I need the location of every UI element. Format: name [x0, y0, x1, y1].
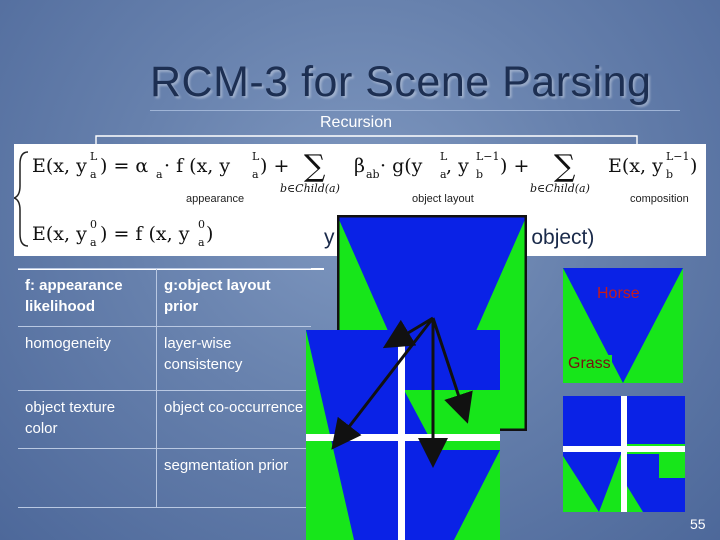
table-row: object texture color object co-occurrenc…	[18, 390, 311, 449]
horse-tile	[563, 268, 683, 383]
occluded-caption-right: n, object)	[508, 226, 595, 249]
eq1-lhs: E(x, y	[32, 155, 87, 177]
eq1-g-sup1: L	[440, 150, 448, 163]
eq1-beta-sub: ab	[366, 168, 380, 181]
eq1-term1b: · f (x, y	[164, 155, 230, 177]
occluded-caption: y n, object)	[324, 226, 594, 250]
eq1-lhs-sup: L	[90, 150, 98, 163]
table-cell: object texture color	[18, 390, 157, 449]
table-cell: g:object layout prior	[156, 268, 311, 327]
eq1-sum1: ∑	[304, 149, 326, 184]
eq1-sum2-index: b∈Child(a)	[530, 182, 590, 195]
eq1-g: · g(y	[380, 155, 423, 177]
eq1-plus1: ) +	[260, 155, 289, 177]
eq2-close: )	[206, 223, 213, 245]
recursion-label: Recursion	[320, 114, 393, 131]
eq1-erec-sup: L−1	[666, 150, 690, 163]
page-title: RCM-3 for Scene Parsing	[150, 58, 652, 106]
page-number: 55	[690, 516, 706, 532]
eq2-lhs: E(x, y	[32, 223, 87, 245]
eq2-rhs: ) = f (x, y	[100, 223, 190, 245]
eq1-sum1-index: b∈Child(a)	[280, 182, 340, 195]
horse-label: Horse	[597, 285, 640, 302]
eq1-g-sub1: a	[440, 168, 447, 181]
label-object-layout: object layout	[412, 193, 474, 205]
arrow-to-child-2	[382, 316, 434, 349]
eq1-erec-sub: b	[666, 168, 673, 181]
eq1-beta: β	[354, 155, 365, 177]
table-cell: object co-occurrence	[156, 390, 311, 449]
occluded-caption-left: y	[324, 226, 335, 249]
eq1-term1: ) = α	[100, 155, 148, 177]
table-row: f: appearance likelihood g:object layout…	[18, 268, 311, 327]
equation-svg: E(x, y L a ) = α a · f (x, y L a ) + ∑ b…	[14, 149, 697, 249]
eq1-term1b-sup: L	[252, 150, 260, 163]
table-row: segmentation prior	[18, 448, 311, 508]
label-appearance: appearance	[186, 193, 244, 205]
arrow-to-child-1	[331, 317, 435, 450]
title-underline	[150, 110, 680, 111]
table-cell: homogeneity	[18, 326, 157, 391]
eq1-erec: E(x, y	[608, 155, 663, 177]
table-row: homogeneity layer-wise consistency	[18, 326, 311, 391]
eq2-rhs-sub: a	[198, 236, 205, 249]
table-cell: layer-wise consistency	[156, 326, 311, 391]
eq1-term1b-sub: a	[252, 168, 259, 181]
eq2-lhs-sup: 0	[90, 218, 97, 231]
quadrant-tile	[563, 396, 685, 512]
equation-brace	[14, 151, 29, 247]
eq2-rhs-sup: 0	[198, 218, 205, 231]
table-cell	[18, 448, 157, 508]
eq1-plus2: ) +	[500, 155, 529, 177]
grass-label: Grass	[567, 355, 612, 373]
eq1-term1-sub: a	[156, 168, 163, 181]
label-composition: composition	[630, 193, 689, 205]
table-cell: f: appearance likelihood	[18, 268, 157, 327]
eq1-sum2: ∑	[554, 149, 576, 184]
eq1-close: )	[690, 155, 697, 177]
arrow-to-child-4	[431, 317, 473, 424]
eq1-lhs-sub: a	[90, 168, 97, 181]
factor-table: f: appearance likelihood g:object layout…	[18, 268, 311, 508]
eq1-g-sub2: b	[476, 168, 483, 181]
eq1-g-sup2: L−1	[476, 150, 500, 163]
eq1-g-mid: , y	[446, 155, 469, 177]
eq2-lhs-sub: a	[90, 236, 97, 249]
table-cell: segmentation prior	[156, 448, 311, 508]
